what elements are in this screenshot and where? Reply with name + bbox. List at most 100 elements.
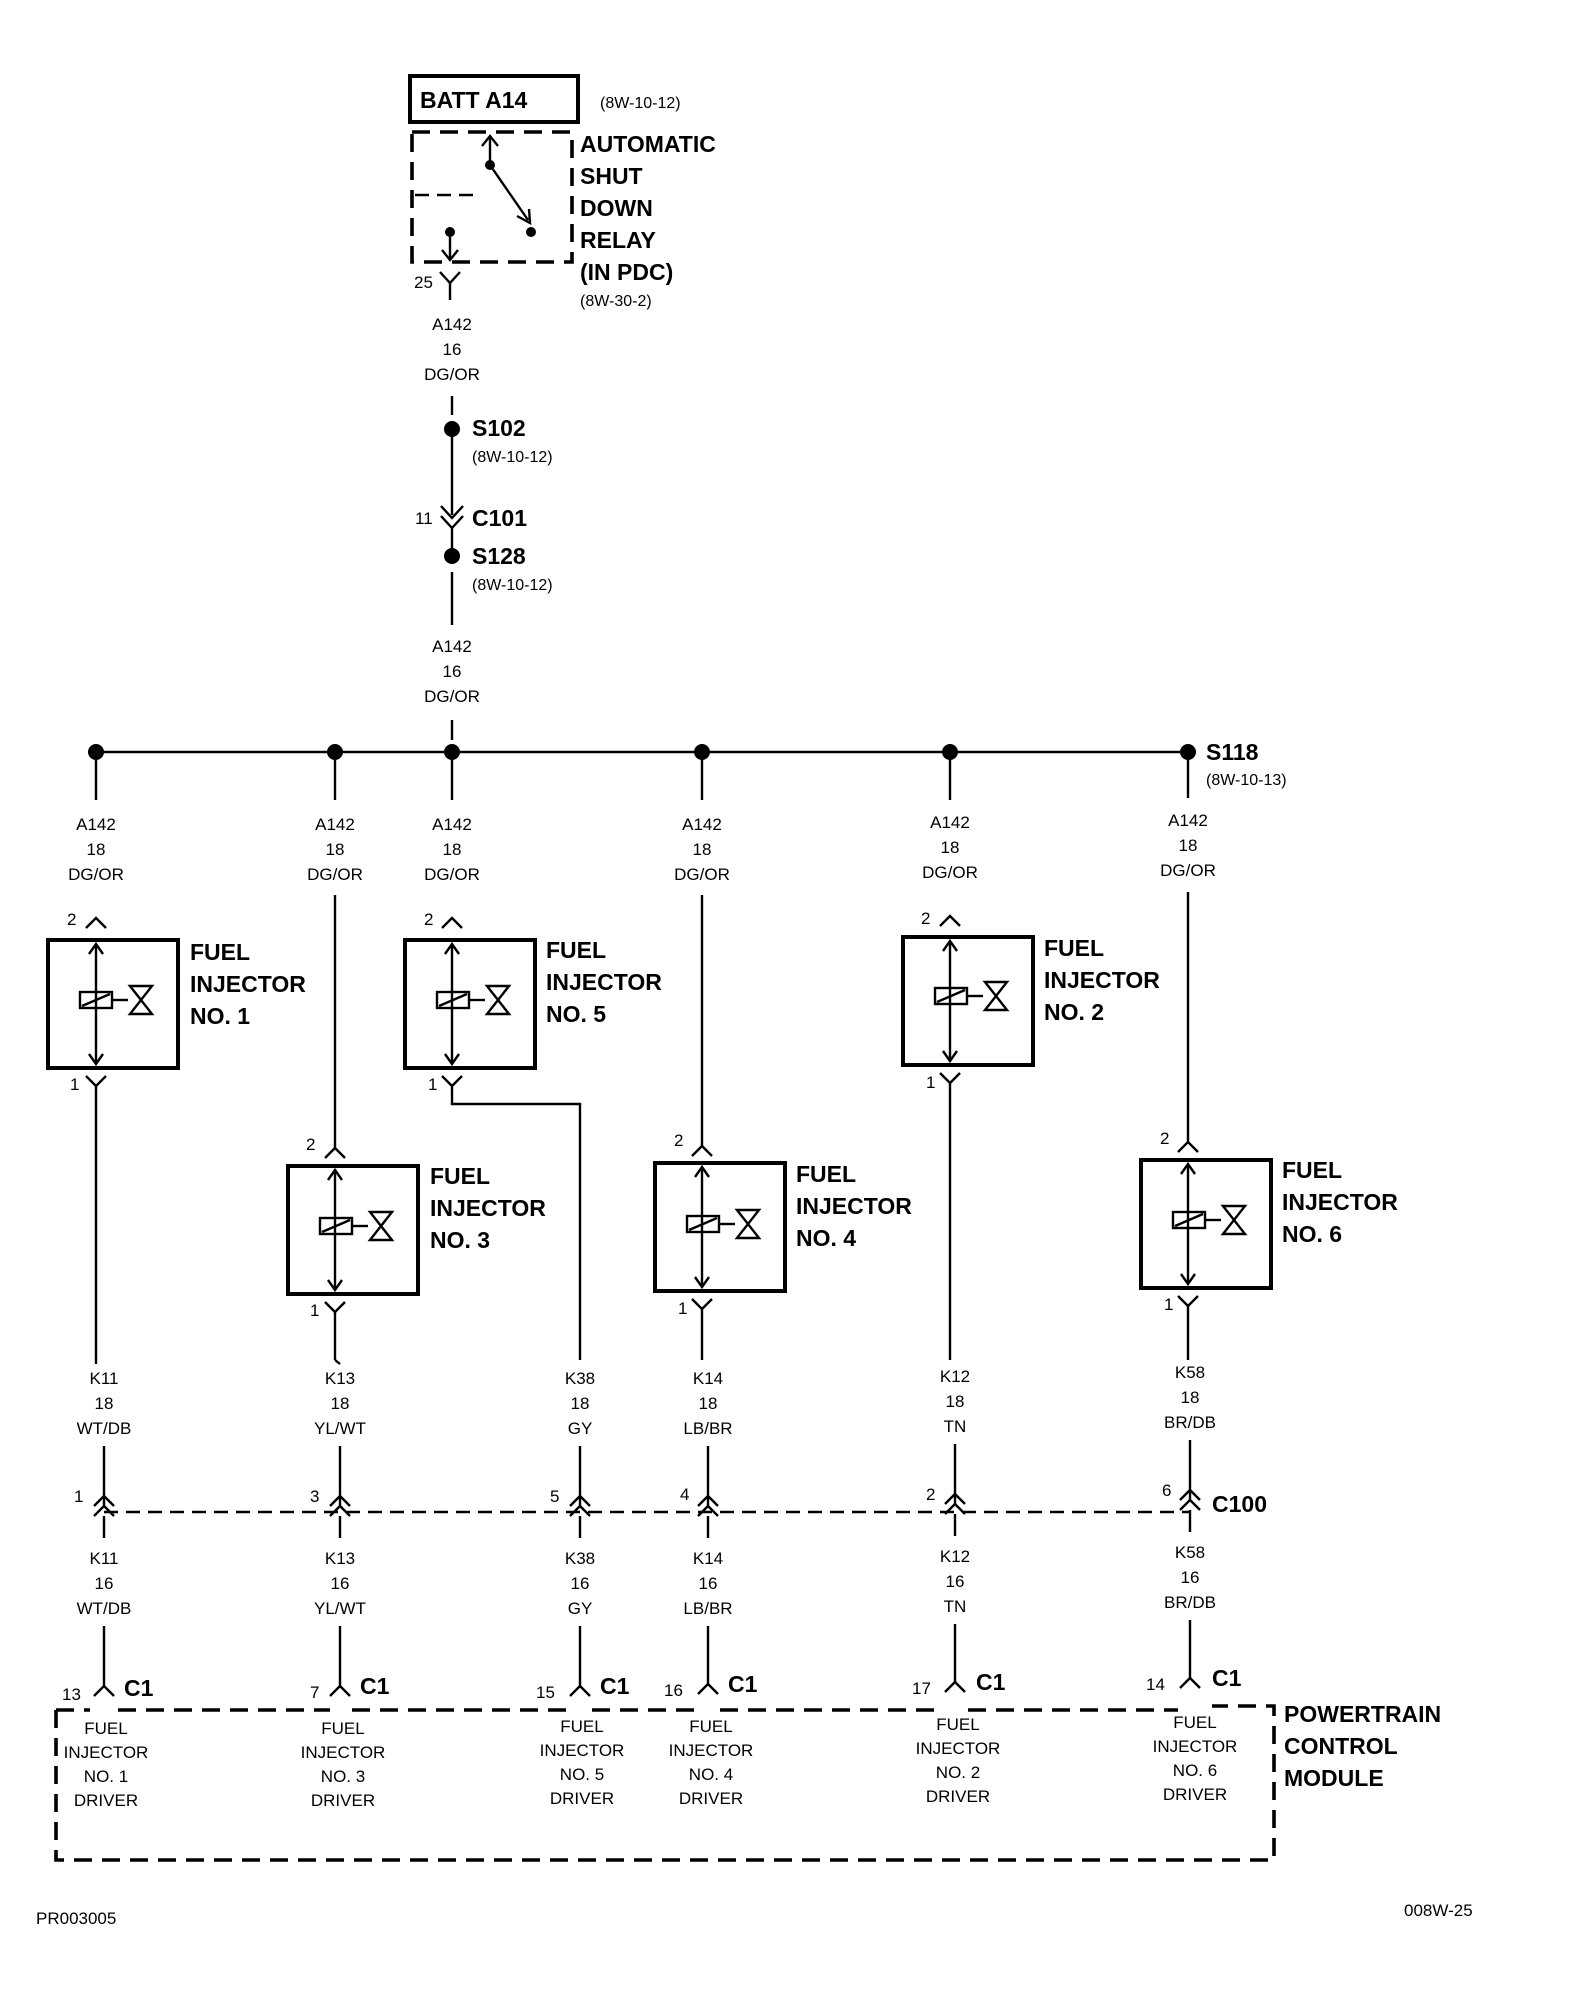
branch-1-color: DG/OR xyxy=(68,865,124,884)
driver-5-upper-gauge: 18 xyxy=(571,1394,590,1413)
main-feed-lower-circuit: A142 xyxy=(432,637,472,656)
branch-6-color: DG/OR xyxy=(1160,861,1216,880)
driver-3-c1-pin: 7 xyxy=(310,1683,319,1702)
injector-4-solenoid-icon xyxy=(685,1208,762,1240)
driver-4-lower-circuit: K14 xyxy=(693,1549,723,1568)
driver-6-lower-circuit: K58 xyxy=(1175,1543,1205,1562)
main-feed-lower-color: DG/OR xyxy=(424,687,480,706)
footer-right-code: 008W-25 xyxy=(1404,1901,1473,1920)
injector-6-solenoid-icon xyxy=(1171,1204,1248,1236)
pcm-driver-3-line-2: NO. 3 xyxy=(321,1767,365,1786)
injector-5-label-line-2: NO. 5 xyxy=(546,1001,606,1027)
pcm-driver-5: FUEL INJECTOR NO. 5 DRIVER xyxy=(540,1717,625,1808)
injector-1-label-line-2: NO. 1 xyxy=(190,1003,250,1029)
driver-2-upper-gauge: 18 xyxy=(946,1392,965,1411)
injector-5-pin-top: 2 xyxy=(424,910,433,929)
driver-1-c1-pin: 13 xyxy=(62,1685,81,1704)
splice-s128-label: S128 xyxy=(472,543,526,569)
pcm-driver-2-line-1: INJECTOR xyxy=(916,1739,1001,1758)
pcm-driver-5-line-1: INJECTOR xyxy=(540,1741,625,1760)
driver-4-upper-gauge: 18 xyxy=(699,1394,718,1413)
bus-splice-3 xyxy=(327,744,343,760)
driver-2-lower-gauge: 16 xyxy=(946,1572,965,1591)
driver-6-c100-pin: 6 xyxy=(1162,1481,1171,1500)
driver-6-upper-color: BR/DB xyxy=(1164,1413,1216,1432)
driver-4-lower-gauge: 16 xyxy=(699,1574,718,1593)
pcm-driver-5-line-2: NO. 5 xyxy=(560,1765,604,1784)
main-feed-circuit: A142 xyxy=(432,315,472,334)
branch-injector-3: A142 18 DG/OR 2 FUEL INJECTOR NO. 3 1 xyxy=(286,760,546,1360)
asd-relay-box xyxy=(410,130,574,264)
pcm-driver-3-line-3: DRIVER xyxy=(311,1791,375,1810)
driver-column-2: K12 18 TN 2 K12 16 TN 17 C1 xyxy=(912,1367,1006,1698)
injector-2-pin-bottom: 1 xyxy=(926,1073,935,1092)
pcm-driver-4-line-0: FUEL xyxy=(689,1717,732,1736)
injector-6-box xyxy=(1139,1158,1273,1290)
driver-1-c1-label: C1 xyxy=(124,1675,154,1701)
pcm-driver-6-line-0: FUEL xyxy=(1173,1713,1216,1732)
injector-6-label-line-2: NO. 6 xyxy=(1282,1221,1342,1247)
injector-1-solenoid-icon xyxy=(78,984,155,1016)
branch-3-gauge: 18 xyxy=(326,840,345,859)
joiner-3 xyxy=(334,1359,341,1365)
driver-5-c1-label: C1 xyxy=(600,1673,630,1699)
driver-4-c1-label: C1 xyxy=(728,1671,758,1697)
driver-2-c1-label: C1 xyxy=(976,1669,1006,1695)
driver-1-upper-circuit: K11 xyxy=(90,1369,119,1388)
injector-3-label-line-0: FUEL xyxy=(430,1163,490,1189)
pcm-box xyxy=(54,1704,1276,1862)
pcm-driver-4-line-2: NO. 4 xyxy=(689,1765,733,1784)
pcm-driver-4-line-3: DRIVER xyxy=(679,1789,743,1808)
injector-2-box xyxy=(901,935,1035,1067)
driver-2-upper-circuit: K12 xyxy=(940,1367,970,1386)
pcm-driver-3-line-1: INJECTOR xyxy=(301,1743,386,1762)
pcm-driver-6: FUEL INJECTOR NO. 6 DRIVER xyxy=(1153,1713,1238,1804)
injector-3-pin-top: 2 xyxy=(306,1135,315,1154)
branch-3-color: DG/OR xyxy=(307,865,363,884)
injector-4-label-line-2: NO. 4 xyxy=(796,1225,856,1251)
branch-1-circuit: A142 xyxy=(76,815,116,834)
pcm-name-line-1: CONTROL xyxy=(1284,1733,1398,1759)
injector-4-label-line-1: INJECTOR xyxy=(796,1193,912,1219)
driver-6-c1-pin: 14 xyxy=(1146,1675,1165,1694)
footer-left-code: PR003005 xyxy=(36,1909,116,1928)
pcm-driver-4-line-1: INJECTOR xyxy=(669,1741,754,1760)
splice-s118-label: S118 xyxy=(1206,739,1259,765)
branch-2-gauge: 18 xyxy=(941,838,960,857)
injector-5-label-line-1: INJECTOR xyxy=(546,969,662,995)
branch-2-color: DG/OR xyxy=(922,863,978,882)
relay-name-line-0: AUTOMATIC xyxy=(580,131,716,157)
driver-5-c1-pin: 15 xyxy=(536,1683,555,1702)
injector-2-label-line-1: INJECTOR xyxy=(1044,967,1160,993)
pcm-driver-1: FUEL INJECTOR NO. 1 DRIVER xyxy=(64,1719,149,1810)
driver-3-lower-color: YL/WT xyxy=(314,1599,366,1618)
relay-ref: (8W-30-2) xyxy=(580,293,652,310)
injector-1-pin-top: 2 xyxy=(67,910,76,929)
battery-ref: (8W-10-12) xyxy=(600,95,681,112)
pcm-driver-1-line-2: NO. 1 xyxy=(84,1767,128,1786)
c101-label: C101 xyxy=(472,505,527,531)
driver-1-c100-pin: 1 xyxy=(74,1487,83,1506)
injector-1-pin-bottom: 1 xyxy=(70,1075,79,1094)
driver-3-upper-color: YL/WT xyxy=(314,1419,366,1438)
c100-label: C100 xyxy=(1212,1491,1267,1517)
relay-name-line-2: DOWN xyxy=(580,195,653,221)
injector-4-box xyxy=(653,1161,787,1293)
injector-6-pin-top: 2 xyxy=(1160,1129,1169,1148)
driver-3-upper-gauge: 18 xyxy=(331,1394,350,1413)
driver-2-c100-pin: 2 xyxy=(926,1485,935,1504)
branch-5-gauge: 18 xyxy=(443,840,462,859)
driver-column-3: K13 18 YL/WT 3 K13 16 YL/WT 7 C1 xyxy=(310,1369,390,1702)
injector-3-label-line-2: NO. 3 xyxy=(430,1227,490,1253)
splice-s102-ref: (8W-10-12) xyxy=(472,449,553,466)
driver-1-upper-color: WT/DB xyxy=(77,1419,132,1438)
driver-5-lower-circuit: K38 xyxy=(565,1549,595,1568)
injector-5-solenoid-icon xyxy=(435,984,512,1016)
relay-name-line-1: SHUT xyxy=(580,163,643,189)
driver-2-lower-color: TN xyxy=(944,1597,967,1616)
branch-1-gauge: 18 xyxy=(87,840,106,859)
pcm-driver-5-line-0: FUEL xyxy=(560,1717,603,1736)
splice-s102-label: S102 xyxy=(472,415,526,441)
relay-pin: 25 xyxy=(414,273,433,292)
